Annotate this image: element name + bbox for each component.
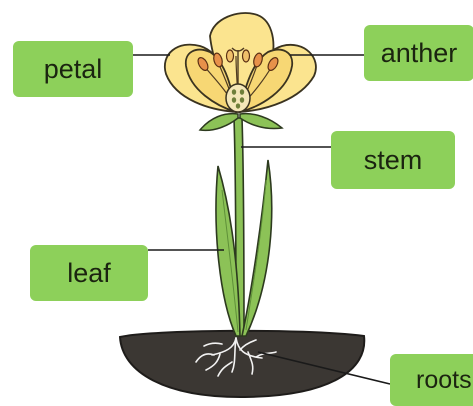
label-stem: stem xyxy=(331,131,455,189)
label-petal: petal xyxy=(13,41,133,97)
sepal-left xyxy=(200,114,238,131)
sepal-right xyxy=(240,114,282,129)
label-anther: anther xyxy=(364,25,473,81)
soil xyxy=(120,331,364,397)
label-leaf: leaf xyxy=(30,245,148,301)
label-roots: roots xyxy=(390,354,473,406)
right-leaf xyxy=(242,160,272,336)
